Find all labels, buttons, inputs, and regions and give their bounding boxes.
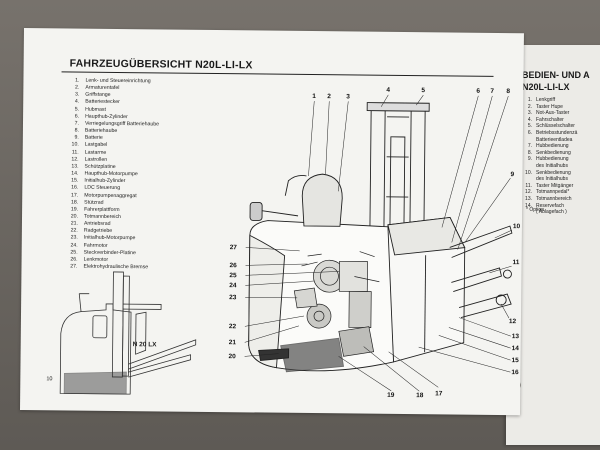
callout-number: 27	[230, 244, 238, 251]
control-list-item: 14. Reservefach	[518, 203, 600, 210]
control-number: 11.	[525, 182, 532, 189]
control-list-item: 2. Taster Hupe	[518, 104, 600, 111]
callout-number: 26	[229, 262, 237, 269]
control-list-item: des Initialhubs	[518, 163, 600, 170]
control-label: Schlüsselschalter	[536, 123, 575, 130]
callout-number: 22	[229, 323, 237, 330]
control-label: des Initialhubs	[536, 176, 568, 183]
control-number: 1.	[527, 97, 532, 103]
callout-number: 24	[229, 282, 237, 289]
callout-number: 9	[510, 171, 514, 178]
control-number: 5.	[527, 123, 532, 130]
control-label: Hubbedienung	[536, 143, 569, 150]
callout-number: 14	[512, 345, 520, 352]
callout-number: 12	[509, 318, 517, 325]
small-figure-label: N 20 LX	[132, 341, 157, 349]
control-number: 4.	[527, 116, 532, 123]
control-list-item: des Initialhubs	[518, 176, 600, 183]
callout-number: 18	[416, 392, 424, 399]
control-label: Batterieentladea	[536, 136, 573, 143]
callout-number: 4	[386, 87, 390, 94]
control-number: 13.	[525, 195, 532, 202]
control-label: Totmannbereich	[536, 195, 572, 202]
control-label: Senkbedienung	[536, 169, 571, 176]
callout-number: 10	[513, 223, 521, 230]
callout-number: 21	[229, 339, 237, 346]
control-number: 10.	[525, 169, 532, 176]
control-list-item: 7. Hubbedienung	[518, 143, 600, 150]
control-list-item: ( Ablagefach )	[518, 209, 600, 216]
callout-number: 20	[229, 353, 237, 360]
callout-number: 3	[346, 93, 350, 100]
right-page-title-line2: N20L-LI-LX	[522, 82, 570, 92]
control-label: Hubbedienung	[536, 156, 569, 163]
callout-number: 11	[513, 259, 520, 266]
small-truck-illustration	[59, 271, 197, 395]
control-list-item: 12. Totmannpedal*	[518, 189, 600, 196]
callout-number: 17	[435, 390, 443, 397]
control-list-item: 3. Not-Aus-Taster	[518, 110, 600, 117]
callout-number: 6	[476, 88, 480, 95]
left-page: FAHRZEUGÜBERSICHT N20L-LI-LX 1.Lenk- und…	[19, 28, 524, 416]
callout-number: 8	[506, 88, 510, 95]
callout-number: 2	[327, 93, 331, 100]
control-list-item: 10. Senkbedienung	[518, 170, 600, 177]
control-list-item: 9. Hubbedienung	[518, 156, 600, 163]
right-page-title-line1: BEDIEN- UND A	[522, 70, 590, 80]
control-list-item: 6. Betriebsstundenzä	[518, 130, 600, 137]
callout-number: 23	[229, 294, 237, 301]
control-list-item: 5. Schlüsselschalter	[518, 123, 600, 130]
callout-number: 13	[512, 333, 520, 340]
page-title: FAHRZEUGÜBERSICHT N20L-LI-LX	[69, 57, 253, 72]
callout-number: 15	[512, 357, 520, 364]
page-number: 10	[46, 376, 53, 383]
callout-number: 25	[229, 272, 237, 279]
callout-number: 7	[490, 88, 494, 95]
control-list-item: 8. Senkbedienung	[518, 150, 600, 157]
control-label: Reservefach	[536, 202, 565, 209]
control-number: 9.	[527, 156, 532, 163]
control-label: des Initialhubs	[536, 162, 568, 169]
control-label: Betriebsstundenzä	[536, 129, 578, 136]
control-list-item: 1. Lenkgriff	[518, 97, 600, 104]
control-list-item: 11. Taster Mitgänger	[518, 183, 600, 190]
callout-number: 5	[421, 87, 425, 94]
control-list-item: 4. Fahrschalter	[518, 117, 600, 124]
control-label: Lenkgriff	[536, 97, 556, 103]
option-note: * Option	[526, 207, 545, 213]
control-label: Taster Hupe	[536, 103, 563, 110]
control-number: 3.	[527, 110, 532, 117]
callout-number: 1	[312, 93, 316, 100]
control-number: 2.	[527, 103, 532, 110]
control-label: Senkbedienung	[536, 149, 571, 156]
main-truck-diagram: 1234567891011121314151617181920212223242…	[229, 87, 521, 399]
control-label: ( Ablagefach )	[536, 209, 567, 216]
control-number: 6.	[527, 129, 532, 136]
callout-number: 19	[387, 392, 395, 399]
control-number: 8.	[527, 149, 532, 156]
control-number: 12.	[525, 189, 532, 196]
callout-number: 16	[511, 369, 519, 376]
control-list-item: 13. Totmannbereich	[518, 196, 600, 203]
control-list-item: Batterieentladea	[518, 137, 600, 144]
control-label: Fahrschalter	[536, 116, 564, 123]
control-number: 7.	[527, 143, 532, 150]
control-label: Not-Aus-Taster	[536, 110, 570, 117]
control-label: Totmannpedal*	[536, 189, 570, 196]
control-number: 14.	[525, 202, 532, 209]
control-label: Taster Mitgänger	[536, 182, 574, 189]
controls-list: 1. Lenkgriff 2. Taster Hupe 3. Not-Aus-Taster…	[518, 97, 600, 216]
